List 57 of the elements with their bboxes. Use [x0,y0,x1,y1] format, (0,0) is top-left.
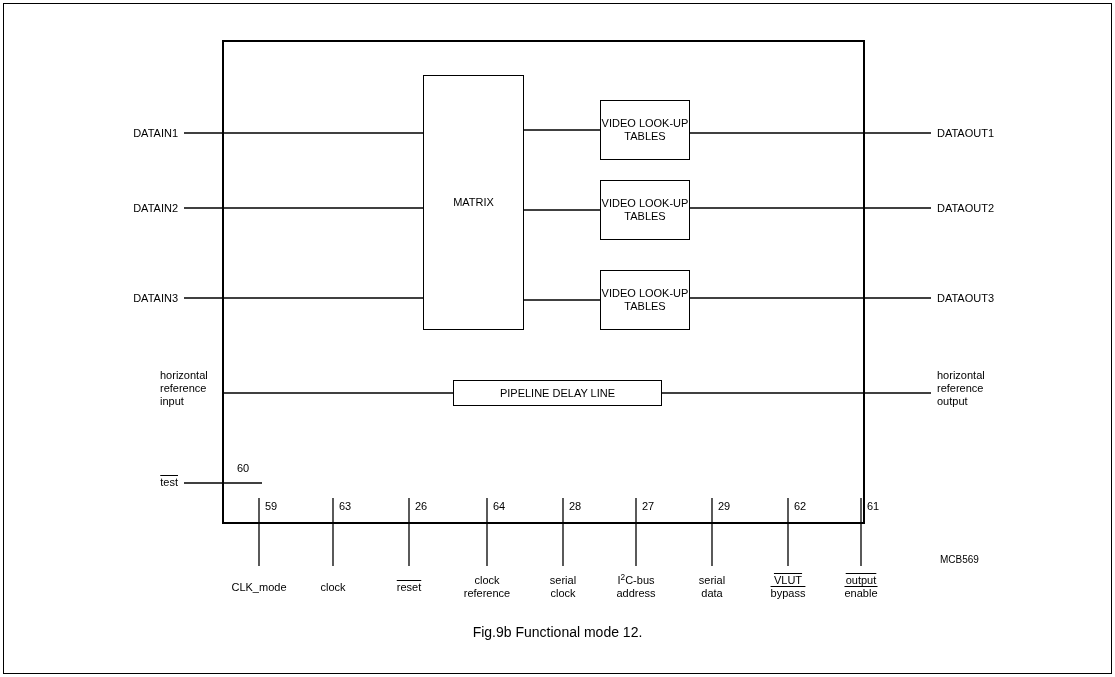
signal-line [860,523,862,567]
signal-line [523,209,601,211]
pin-number: 61 [867,500,880,513]
function-block: MATRIX [423,75,524,330]
pin-label: CLK_mode [227,566,291,608]
chip-block [222,40,865,524]
pin-label: clock reference [455,566,519,608]
pin-number: 63 [339,500,352,513]
signal-line [258,523,260,567]
signal-line [183,132,424,134]
signal-line [486,523,488,567]
signal-line [183,482,263,484]
signal-line [711,523,713,567]
pin-number: 62 [794,500,807,513]
pin-label: horizontal reference input [160,368,216,408]
signal-line [689,132,932,134]
function-block: VIDEO LOOK-UP TABLES [600,180,690,240]
pin-label: DATAOUT3 [937,291,1017,305]
pin-label: serial clock [540,566,586,608]
pin-number: 29 [718,500,731,513]
pin-label: horizontal reference output [937,368,993,408]
signal-line [523,129,601,131]
signal-line [221,392,454,394]
pin-label: DATAIN3 [100,291,178,305]
signal-line [689,297,932,299]
signal-line [523,299,601,301]
function-block: VIDEO LOOK-UP TABLES [600,100,690,160]
pin-label: serial data [689,566,735,608]
signal-line [183,207,424,209]
pin-label: DATAIN2 [100,201,178,215]
caption: Fig.9b Functional mode 12. [471,623,644,642]
pin-number: 28 [569,500,582,513]
signal-line [183,297,424,299]
function-block: VIDEO LOOK-UP TABLES [600,270,690,330]
figure-code: MCB569 [940,553,979,567]
pin-label: DATAOUT1 [937,126,1017,140]
pin-number: 64 [493,500,506,513]
signal-line [408,523,410,567]
signal-line [661,392,932,394]
pin-label: DATAIN1 [100,126,178,140]
pin-number: 27 [642,500,655,513]
signal-line [689,207,932,209]
pin-number: 60 [237,462,250,475]
pin-label: VLUT bypass [768,566,808,608]
signal-line [332,523,334,567]
pin-label: output enable [838,566,884,608]
signal-line [635,523,637,567]
pin-label: DATAOUT2 [937,201,1017,215]
pin-label: reset [389,566,429,608]
pin-label: clock [313,566,353,608]
signal-line [787,523,789,567]
signal-line [562,523,564,567]
pin-number: 59 [265,500,278,513]
pin-label: test [140,474,178,490]
pin-number: 26 [415,500,428,513]
function-block: PIPELINE DELAY LINE [453,380,662,406]
pin-label: I$^{2}$C-bus address [603,566,669,608]
